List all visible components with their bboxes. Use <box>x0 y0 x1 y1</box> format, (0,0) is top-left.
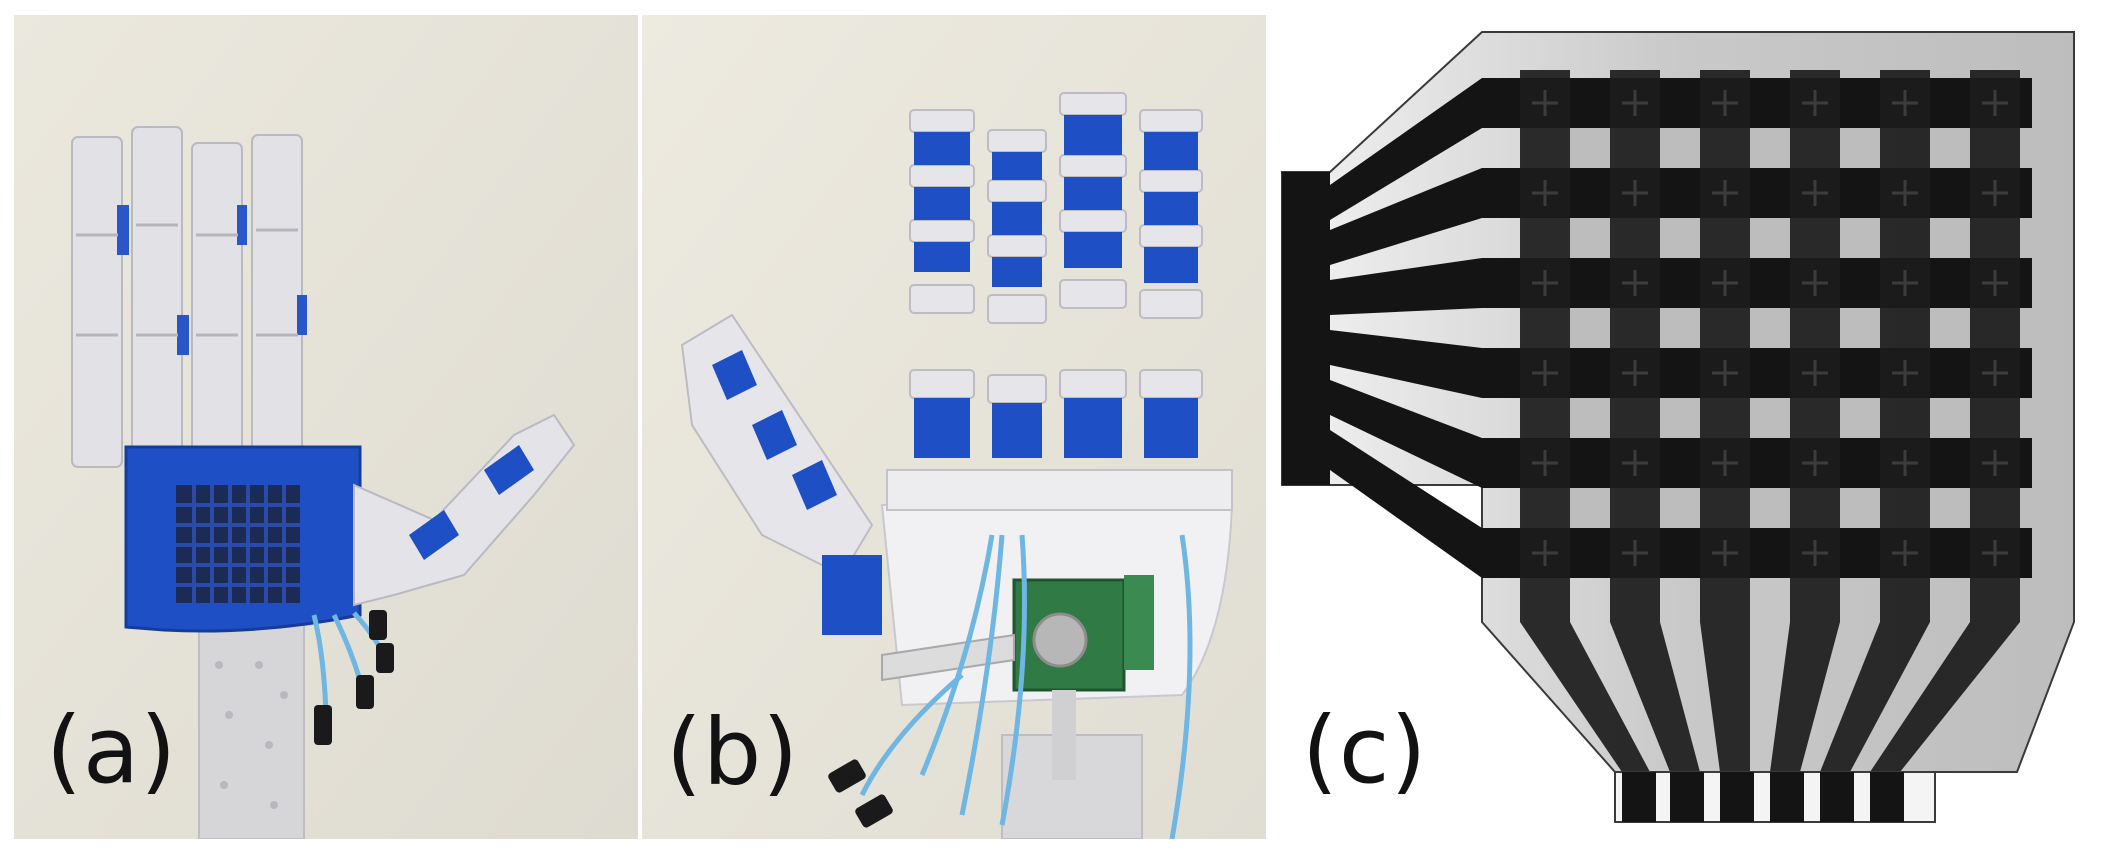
photo-hand-back: (b) <box>642 15 1266 839</box>
sensor-cad-illustration <box>1272 15 2094 839</box>
panel-label-b: (b) <box>666 699 800 806</box>
photo-hand-front: (a) <box>14 15 638 839</box>
hand-front-illustration <box>14 15 638 839</box>
hand-back-illustration <box>642 15 1266 839</box>
cad-sensor-drawing: (c) <box>1272 15 2094 839</box>
panel-label-a: (a) <box>46 697 178 804</box>
panel-label-c: (c) <box>1302 697 1428 804</box>
